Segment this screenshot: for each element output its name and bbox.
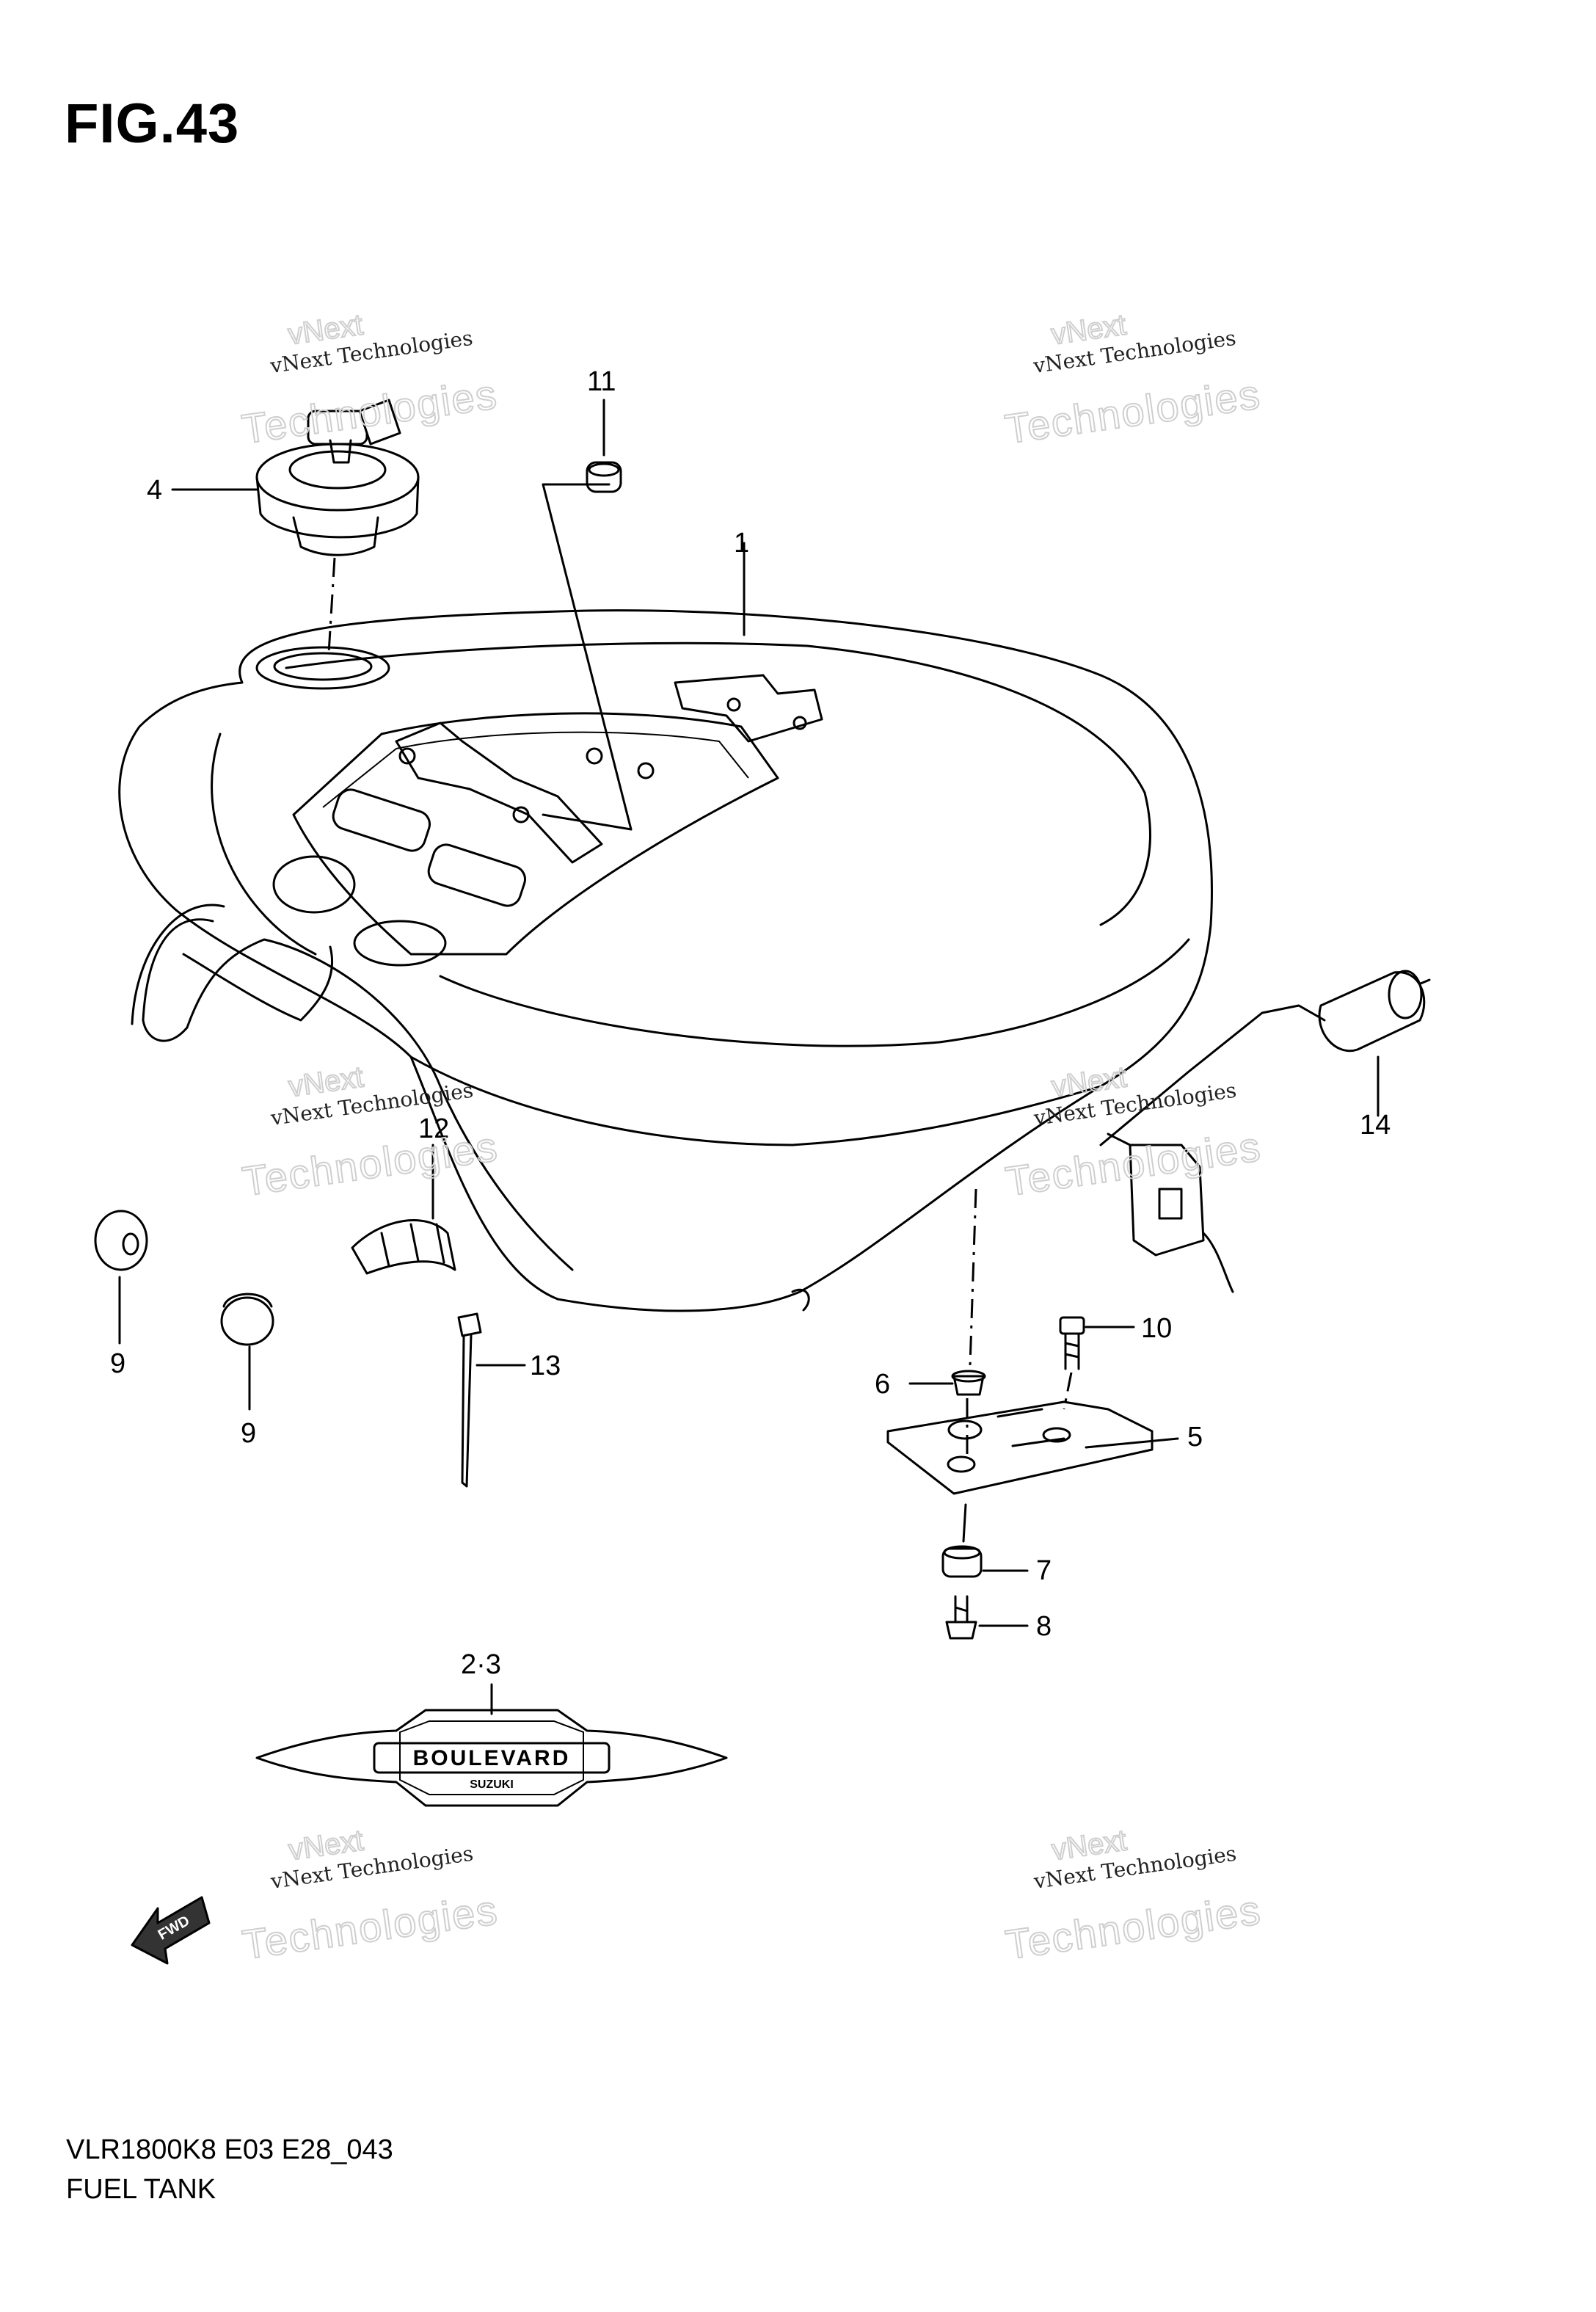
callout-4: 4 (147, 475, 162, 506)
callout-8: 8 (1036, 1611, 1052, 1642)
watermark-middle-left: vNext vNext Technologies Technologies (238, 1060, 501, 1205)
figure-name: FUEL TANK (66, 2174, 216, 2205)
callout-2-3: 2·3 (461, 1649, 501, 1680)
callout-10: 10 (1141, 1313, 1172, 1344)
fuel-cap-part-4 (255, 399, 420, 556)
cable-tie-part-13 (457, 1312, 482, 1488)
watermark-bottom-left: vNext vNext Technologies Technologies (238, 1823, 501, 1969)
watermark-top-left: vNext vNext Technologies Technologies (238, 308, 501, 453)
callout-5: 5 (1187, 1422, 1203, 1453)
watermark-large: Technologies (1002, 371, 1264, 452)
cushion-part-9-b (220, 1293, 274, 1346)
cushion-part-12 (351, 1219, 456, 1275)
watermark-bottom-right: vNext vNext Technologies Technologies (1002, 1823, 1264, 1969)
plate-part-5 (886, 1400, 1154, 1495)
callout-6: 6 (875, 1369, 890, 1400)
callout-9-a: 9 (110, 1348, 125, 1379)
grommet-part-11 (586, 461, 622, 493)
watermark-large: Technologies (239, 1123, 500, 1204)
callout-12: 12 (418, 1113, 449, 1144)
watermark-large: Technologies (1002, 1886, 1264, 1968)
callout-7: 7 (1036, 1555, 1052, 1586)
callout-11: 11 (587, 366, 616, 397)
collar-part-6 (951, 1370, 986, 1396)
fuel-level-sensor-part-14 (1099, 970, 1431, 1293)
bolt-part-8 (945, 1595, 977, 1640)
fwd-arrow-icon: FWD (131, 1896, 211, 1965)
emblem-text: BOULEVARD (413, 1746, 571, 1770)
bolt-part-10 (1059, 1316, 1085, 1370)
callout-9-b: 9 (241, 1418, 256, 1449)
callout-labels: 1 2·3 4 5 6 7 8 9 9 10 11 12 13 14 (110, 366, 1391, 1680)
fuel-tank-drawing (118, 609, 1213, 1312)
watermark-top-right: vNext vNext Technologies Technologies (1002, 308, 1264, 453)
leader-lines (118, 399, 1380, 1715)
callout-14: 14 (1360, 1110, 1391, 1141)
callout-1: 1 (734, 528, 749, 559)
emblem-subtext: SUZUKI (470, 1778, 514, 1791)
grommet-part-7 (941, 1545, 983, 1578)
emblem-part-2-3: BOULEVARD SUZUKI (255, 1709, 728, 1807)
figure-title: FIG.43 (65, 92, 240, 155)
watermark-large: Technologies (239, 1886, 500, 1968)
cushion-part-9-a (94, 1210, 148, 1271)
callout-13: 13 (530, 1351, 561, 1381)
model-code: VLR1800K8 E03 E28_043 (66, 2134, 393, 2165)
